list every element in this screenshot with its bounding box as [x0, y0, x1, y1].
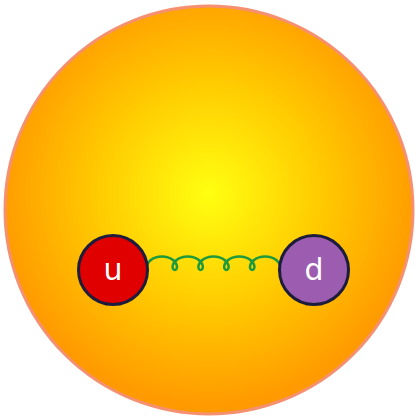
quark-circle: u: [77, 234, 149, 306]
quark-label: u: [103, 255, 122, 285]
quark-label: d: [304, 255, 323, 285]
quark-label-holder: d: [278, 234, 350, 306]
quark-fill: [79, 236, 148, 305]
quark-fill: [280, 236, 349, 305]
gluon-spring: [147, 257, 280, 271]
quark-label-holder: u: [77, 234, 149, 306]
quark-circle: d: [278, 234, 350, 306]
hadron-sphere: [5, 6, 413, 414]
